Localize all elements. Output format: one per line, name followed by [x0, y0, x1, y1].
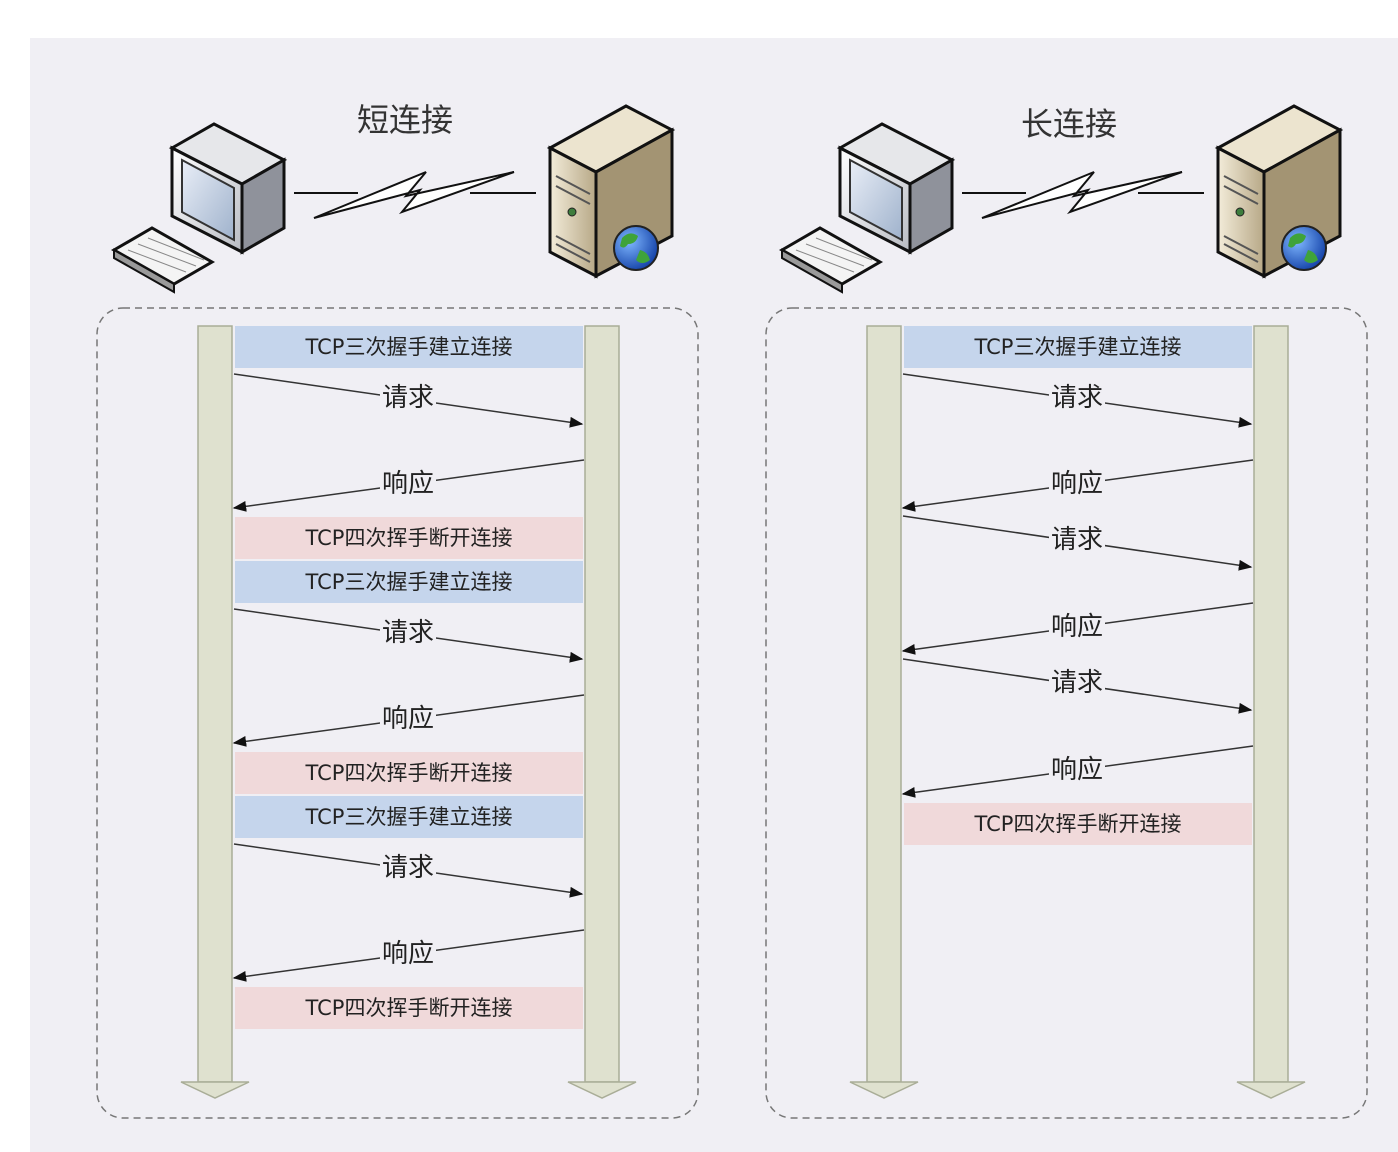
connect-band: TCP三次握手建立连接: [235, 561, 583, 603]
request-label: 请求: [1051, 668, 1103, 698]
request-label: 请求: [382, 618, 434, 648]
disconnect-band-label: TCP四次挥手断开连接: [305, 526, 513, 550]
client-lifeline: [849, 325, 919, 1099]
disconnect-band: TCP四次挥手断开连接: [235, 752, 583, 794]
short-connection-panel: 短连接: [96, 101, 699, 1119]
long-connection-panel: 长连接: [765, 104, 1368, 1119]
request-arrow: 请求: [902, 373, 1253, 428]
client-lifeline: [180, 325, 250, 1099]
disconnect-band: TCP四次挥手断开连接: [904, 803, 1252, 845]
long-connection-sequence: TCP三次握手建立连接 请求 响应 请求: [901, 326, 1254, 845]
connect-band-label: TCP三次握手建立连接: [305, 335, 513, 359]
response-arrow: 响应: [901, 459, 1254, 512]
request-arrow: 请求: [902, 515, 1253, 571]
request-arrow: 请求: [233, 843, 584, 898]
disconnect-band-label: TCP四次挥手断开连接: [305, 996, 513, 1020]
disconnect-band: TCP四次挥手断开连接: [235, 987, 583, 1029]
client-computer-icon: [778, 122, 956, 294]
response-arrow: 响应: [901, 745, 1254, 798]
response-label: 响应: [382, 469, 434, 499]
response-label: 响应: [1051, 612, 1103, 642]
request-arrow: 请求: [233, 373, 584, 428]
connect-band-label: TCP三次握手建立连接: [305, 570, 513, 594]
connect-band-label: TCP三次握手建立连接: [305, 805, 513, 829]
response-label: 响应: [382, 704, 434, 734]
short-connection-frame: [96, 307, 699, 1119]
top-margin: [0, 0, 1398, 38]
request-arrow: 请求: [233, 608, 584, 663]
response-arrow: 响应: [232, 694, 585, 747]
response-label: 响应: [1051, 469, 1103, 499]
response-arrow: 响应: [232, 929, 585, 982]
response-arrow: 响应: [901, 602, 1254, 655]
request-label: 请求: [382, 383, 434, 413]
short-connection-title: 短连接: [357, 101, 453, 139]
response-label: 响应: [382, 939, 434, 969]
request-label: 请求: [1051, 383, 1103, 413]
short-connection-sequence: TCP三次握手建立连接 请求 响应 TCP四次挥手断开连接: [232, 326, 585, 1029]
disconnect-band-label: TCP四次挥手断开连接: [305, 761, 513, 785]
request-label: 请求: [1051, 525, 1103, 555]
disconnect-band-label: TCP四次挥手断开连接: [974, 812, 1182, 836]
connect-band: TCP三次握手建立连接: [904, 326, 1252, 368]
server-lifeline: [567, 325, 637, 1099]
lightning-link-icon: [962, 171, 1204, 219]
response-label: 响应: [1051, 755, 1103, 785]
disconnect-band: TCP四次挥手断开连接: [235, 517, 583, 559]
response-arrow: 响应: [232, 459, 585, 512]
long-connection-frame: [765, 307, 1368, 1119]
request-label: 请求: [382, 853, 434, 883]
web-server-icon: [546, 104, 676, 279]
server-lifeline: [1236, 325, 1306, 1099]
connect-band: TCP三次握手建立连接: [235, 326, 583, 368]
lightning-link-icon: [294, 171, 536, 219]
client-computer-icon: [110, 122, 288, 294]
connect-band: TCP三次握手建立连接: [235, 796, 583, 838]
long-connection-title: 长连接: [1021, 105, 1117, 143]
request-arrow: 请求: [902, 658, 1253, 714]
connect-band-label: TCP三次握手建立连接: [974, 335, 1182, 359]
web-server-icon: [1214, 104, 1344, 279]
